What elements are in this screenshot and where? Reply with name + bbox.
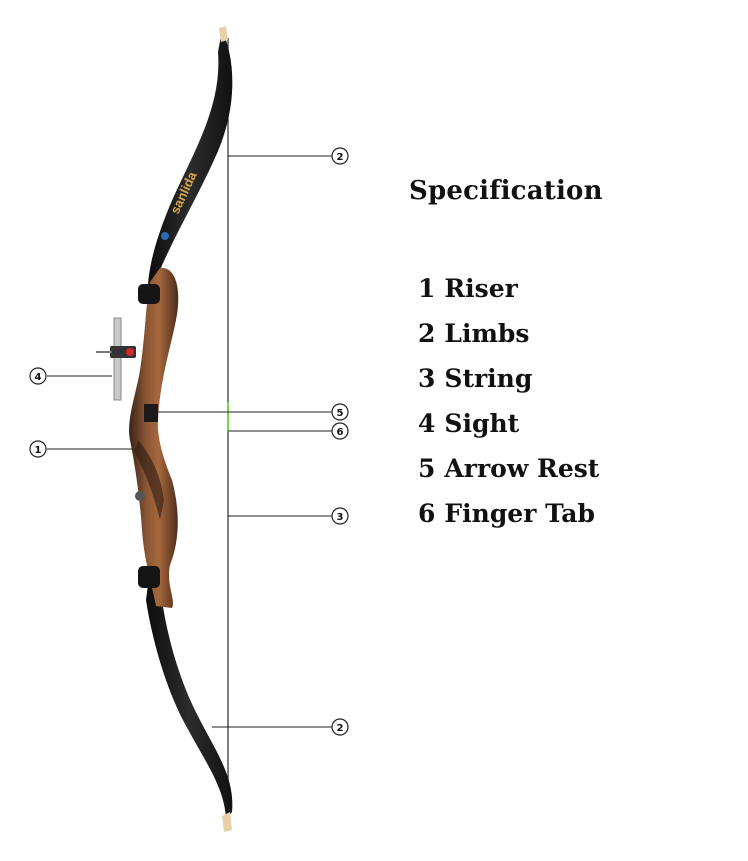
spec-item-label: Finger Tab xyxy=(444,499,595,528)
spec-item-number: 6 xyxy=(418,499,436,528)
callout-limb-upper: 2 xyxy=(331,147,349,165)
specification-list: 1 Riser 2 Limbs 3 String 4 Sight 5 Arrow Rest… xyxy=(418,266,599,536)
spec-item-number: 1 xyxy=(418,274,436,303)
spec-item-label: Limbs xyxy=(444,319,530,348)
callout-sight-number: 4 xyxy=(35,372,42,383)
callout-riser-number: 1 xyxy=(35,445,42,456)
limb-badge xyxy=(161,232,169,240)
lower-limb-tip xyxy=(222,812,232,832)
sight-bar xyxy=(113,317,122,401)
callout-limb-lower: 2 xyxy=(331,718,349,736)
lower-limb xyxy=(146,568,233,818)
callout-riser: 1 xyxy=(29,440,47,458)
callout-finger-tab: 6 xyxy=(331,422,349,440)
spec-item-arrow-rest: 5 Arrow Rest xyxy=(418,446,599,491)
arrow-rest xyxy=(144,404,158,422)
spec-item-label: String xyxy=(444,364,533,393)
spec-item-label: Sight xyxy=(444,409,520,438)
spec-item-label: Riser xyxy=(444,274,518,303)
spec-item-label: Arrow Rest xyxy=(444,454,600,483)
spec-item-number: 3 xyxy=(418,364,436,393)
callout-string-number: 3 xyxy=(337,512,344,523)
riser xyxy=(129,267,179,608)
spec-item-number: 4 xyxy=(418,409,436,438)
specification-title: Specification xyxy=(409,176,603,206)
spec-item-number: 2 xyxy=(418,319,436,348)
sight-pin xyxy=(126,348,134,356)
riser-bolt xyxy=(135,491,145,501)
callout-arrow-rest: 5 xyxy=(331,403,349,421)
spec-item-number: 5 xyxy=(418,454,436,483)
upper-limb xyxy=(147,30,233,300)
spec-item-finger-tab: 6 Finger Tab xyxy=(418,491,599,536)
callout-arrow-rest-number: 5 xyxy=(337,408,344,419)
callout-lines xyxy=(47,155,332,728)
upper-limb-tip xyxy=(219,26,228,42)
callout-limb-lower-number: 2 xyxy=(337,723,344,734)
spec-item-riser: 1 Riser xyxy=(418,266,599,311)
spec-item-limbs: 2 Limbs xyxy=(418,311,599,356)
upper-limb-pocket xyxy=(138,284,160,304)
riser-grip xyxy=(134,440,164,520)
spec-item-sight: 4 Sight xyxy=(418,401,599,446)
callout-finger-tab-number: 6 xyxy=(337,427,344,438)
callout-sight: 4 xyxy=(29,367,47,385)
callout-limb-upper-number: 2 xyxy=(337,152,344,163)
lower-limb-pocket xyxy=(138,566,160,588)
spec-item-string: 3 String xyxy=(418,356,599,401)
callout-string: 3 xyxy=(331,507,349,525)
